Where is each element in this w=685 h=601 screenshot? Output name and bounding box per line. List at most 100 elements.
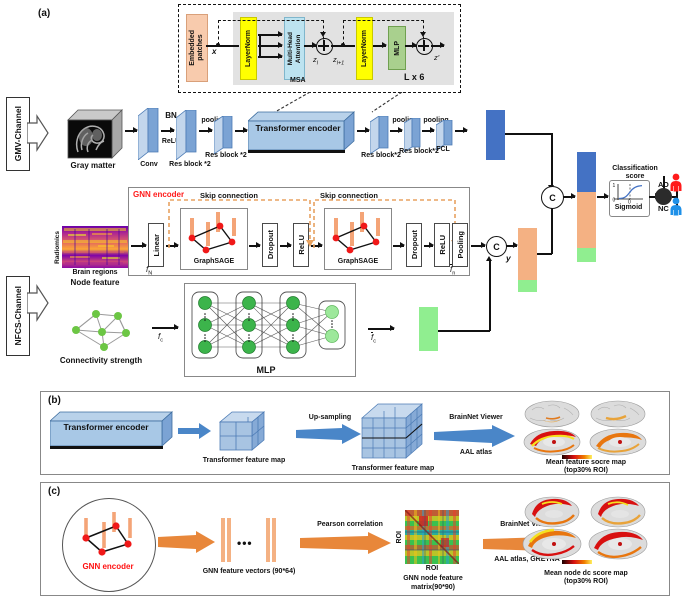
feature-vector-bar-1: [221, 518, 225, 562]
layernorm-2-block: LayerNorm: [356, 17, 373, 80]
nc-person-icon: [670, 197, 682, 216]
arrow-dropout2-to-relu2: [424, 242, 434, 248]
svg-text:0: 0: [613, 198, 616, 204]
symbol-fn-bar: fn: [450, 264, 456, 277]
fused-bar-green-segment: [577, 248, 596, 262]
inset-arrow-out: [431, 42, 445, 48]
feature-vector-ellipsis: •••: [237, 536, 253, 550]
symbol-fc: fc: [158, 332, 163, 344]
inset-junction-dot: [216, 43, 220, 47]
inset-arrow-msa-2: [258, 42, 283, 48]
gnn-feature-vectors-label: GNN feature vectors (90*64): [202, 568, 296, 575]
arrow-relu1-to-sage2: [311, 242, 323, 248]
connectivity-feature-bar-green: [419, 307, 438, 351]
graphsage-1-graph-icon: [188, 212, 236, 254]
resblock1-label: Res block *2: [169, 161, 211, 168]
transformer-encoder-label: Transformer encoder: [255, 123, 341, 133]
wire-fc-right: [438, 330, 490, 332]
gnn-node-feature-matrix-label: GNN node feature matrix(90*90): [403, 575, 463, 591]
inset-arrow-to-plus1: [304, 42, 317, 48]
node-feature-label: Node feature: [70, 278, 120, 287]
wire-fc-up: [489, 261, 491, 331]
bn-label: BN: [165, 111, 177, 120]
arrow-sage2-to-dropout2: [393, 242, 405, 248]
plus1-v: [323, 40, 325, 51]
arrow-transformer-to-resblock3: [357, 127, 370, 133]
graphsage-1-label: GraphSAGE: [193, 258, 235, 265]
radiomics-heatmap-icon: [62, 226, 128, 268]
repeat-count-label: L x 6: [404, 72, 425, 82]
multihead-attention-block: Multi-Head Attention: [284, 17, 305, 80]
transformer-feature-map-label-2: Transformer feature map: [351, 465, 435, 472]
symbol-zprime: z': [434, 53, 440, 62]
conv-plate-icon: [138, 108, 159, 160]
gray-matter-volume-icon: [67, 109, 123, 159]
panel-c-tag: (c): [48, 486, 61, 497]
dropout-1-block: Dropout: [262, 223, 278, 267]
nfcs-feature-bar-orange: [518, 228, 537, 280]
panel-c-gnn-encoder-circle: [62, 498, 156, 592]
fcl-label: FCL: [436, 146, 450, 153]
panel-b-tag: (b): [48, 395, 61, 406]
arrow-concat-to-fusedbar: [563, 193, 576, 199]
wire-nfcs-up: [551, 206, 553, 254]
embedded-patches-label-line1: Embedded: [188, 30, 196, 66]
branch-stem: [672, 196, 677, 198]
inset-connector-lines: [274, 92, 403, 113]
resblock3-plate-icon: [370, 116, 389, 154]
resblock4-label: Res block*2: [399, 148, 439, 155]
feature-vector-bar-4: [272, 518, 276, 562]
transformer-feature-map-small-icon: [218, 411, 266, 451]
pooling2-label: pooling: [392, 117, 418, 124]
panel-c-arrow-1: [158, 531, 215, 553]
arrow-connectivity-to-mlp: [152, 324, 179, 330]
embedded-patches-label-line2: patches: [197, 34, 204, 62]
panel-c-brain-surface-maps: [522, 496, 648, 564]
inset-fanout-wire: [259, 34, 261, 56]
arrow-resblock1-to-resblock2: [199, 127, 213, 133]
pooling-label: Pooling: [455, 231, 465, 259]
symbol-zl: zl: [313, 55, 318, 67]
wire-gmv-right: [505, 133, 552, 135]
resblock1-plate-icon: [176, 110, 197, 160]
arrow-mlp-to-fcbar: [368, 325, 395, 331]
pooling1-label: pooling: [201, 117, 227, 124]
symbol-fn: fN: [146, 265, 153, 277]
graphsage-1-block: [180, 208, 248, 270]
svg-text:0: 0: [628, 200, 631, 204]
feature-vector-bar-2: [227, 518, 231, 562]
plus2-v: [423, 40, 425, 51]
inset-skip-dashed-1: [218, 20, 324, 45]
pearson-correlation-label: Pearson correlation: [317, 521, 383, 528]
panel-c-container: [40, 482, 670, 596]
fcl-plate-icon: [436, 120, 453, 150]
panel-b-brainnet-label: BrainNet Viewer: [449, 414, 503, 421]
nfcs-channel-label: NFCS-Channel: [6, 276, 30, 356]
gnn-node-feature-matrix-icon: [405, 510, 459, 564]
inset-skip-arrowhead-1: [320, 32, 326, 37]
skip-connection-label-1: Skip connection: [200, 191, 258, 200]
inset-skip-dashed-2: [343, 20, 424, 45]
panel-c-result-label: Mean node dc score map (top30% ROI): [544, 570, 628, 586]
inset-arrow-to-mlp: [373, 42, 387, 48]
roi-axis-y-label: ROI: [396, 530, 403, 544]
mlp-container: [184, 283, 356, 377]
upsampling-label: Up-sampling: [308, 414, 352, 421]
arrow-resblock3-to-resblock4: [390, 127, 403, 133]
transformer-encoder-block-icon: [248, 111, 356, 153]
nfcs-channel-arrow-icon: [27, 283, 49, 323]
fused-bar-orange-segment: [577, 192, 596, 248]
panel-c-graph-icon: [82, 512, 132, 556]
sigmoid-block: [609, 180, 650, 217]
fused-bar-blue-segment: [577, 152, 596, 192]
arrow-conv-to-resblock1: [161, 127, 175, 133]
arrow-resblock4-to-fcl: [422, 127, 435, 133]
feature-vector-bar-3: [266, 518, 270, 562]
resblock2-label: Res block *2: [205, 152, 247, 159]
transformer-feature-map-large-icon: [361, 403, 423, 459]
relu-label: ReLU: [161, 138, 181, 145]
gnn-encoder-label: GNN encoder: [133, 190, 185, 199]
gmv-channel-arrow-icon: [27, 113, 49, 153]
panel-c-atlas-label: AAL atlas, GRETNA: [494, 556, 560, 563]
inset-mlp-block: MLP: [388, 26, 406, 70]
